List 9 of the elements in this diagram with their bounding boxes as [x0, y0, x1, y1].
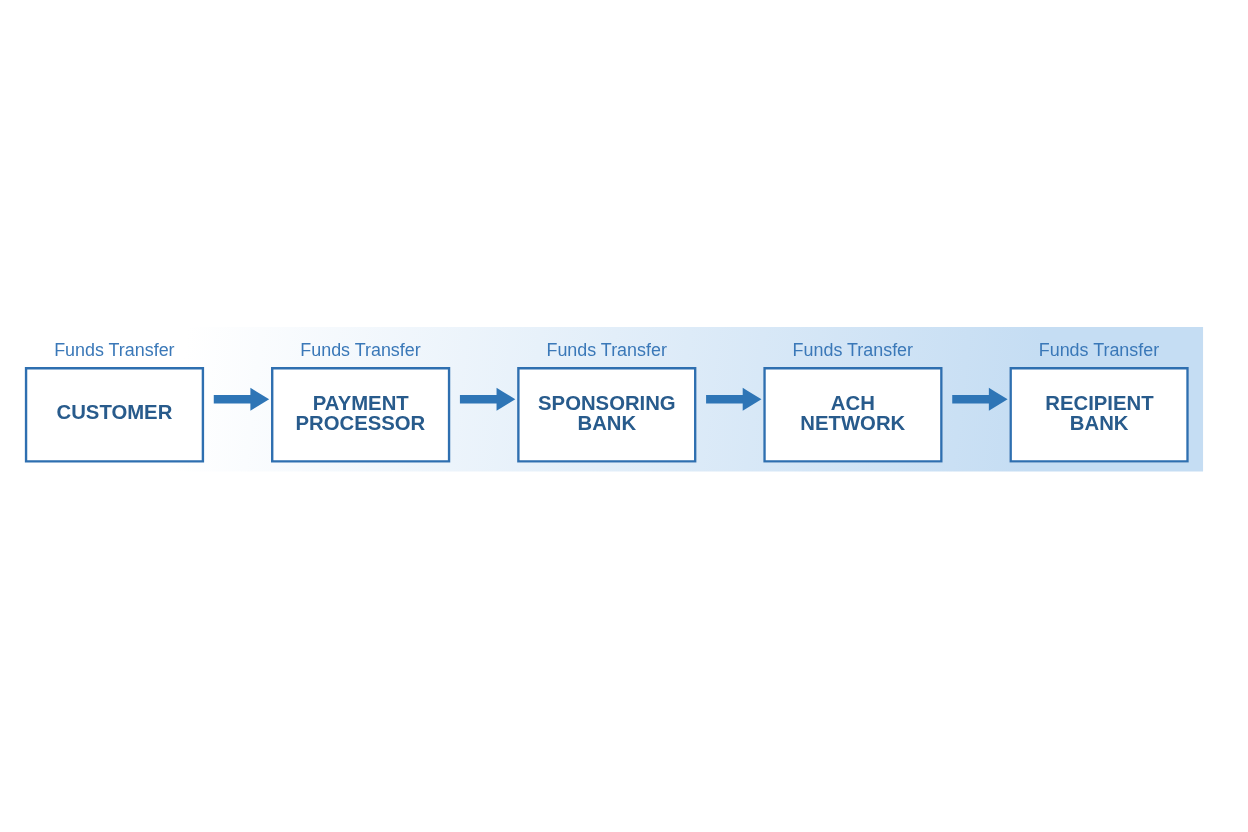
node-label: Funds Transfer — [300, 339, 421, 360]
node-label: Funds Transfer — [792, 339, 914, 360]
arrow — [706, 387, 762, 411]
node-label: Funds Transfer — [546, 339, 667, 360]
node-label: Funds Transfer — [1038, 339, 1160, 360]
node-label: Funds Transfer — [54, 339, 175, 360]
arrow — [459, 387, 516, 411]
arrow — [952, 387, 1008, 411]
arrow — [213, 387, 270, 411]
